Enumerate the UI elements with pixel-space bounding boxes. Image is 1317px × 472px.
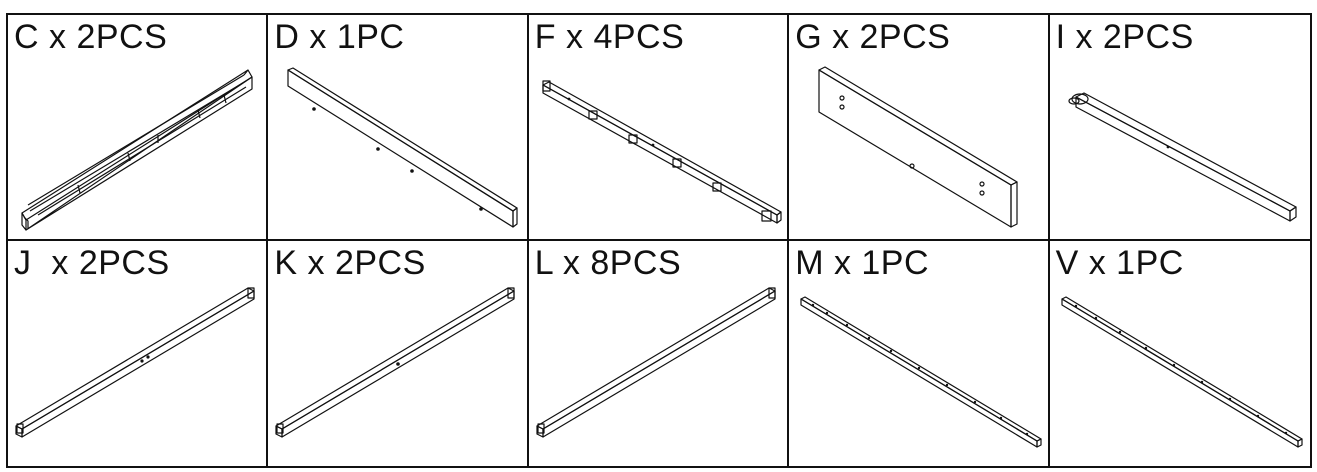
part-cell-c: C x 2PCS bbox=[8, 15, 269, 241]
bar-with-dowel-icon bbox=[1067, 92, 1297, 222]
panel-board-icon bbox=[287, 67, 518, 228]
perforated-rail-icon bbox=[800, 295, 1042, 448]
part-label-j: J x 2PCS bbox=[14, 243, 170, 282]
part-cell-v: V x 1PC bbox=[1050, 241, 1310, 467]
part-label-f: F x 4PCS bbox=[534, 18, 685, 56]
wide-panel-icon bbox=[818, 66, 1018, 228]
perforated-rail-icon bbox=[1060, 295, 1303, 448]
part-cell-m: M x 1PC bbox=[789, 240, 1050, 466]
part-cell-l: L x 8PCS bbox=[529, 240, 790, 466]
part-cell-d: D x 1PC bbox=[268, 15, 529, 241]
slotted-rail-icon bbox=[542, 80, 782, 224]
part-cell-i: I x 2PCS bbox=[1049, 15, 1310, 241]
part-cell-j: J x 2PCS bbox=[8, 240, 269, 466]
part-cell-f: F x 4PCS bbox=[528, 15, 790, 241]
part-label-v: V x 1PC bbox=[1055, 243, 1184, 282]
part-label-c: C x 2PCS bbox=[14, 18, 168, 56]
part-label-m: M x 1PC bbox=[795, 243, 930, 282]
parts-grid: C x 2PCS D x 1PC bbox=[6, 13, 1312, 468]
part-label-l: L x 8PCS bbox=[534, 243, 682, 282]
part-cell-k: K x 2PCS bbox=[268, 240, 529, 466]
part-label-g: G x 2PCS bbox=[795, 18, 951, 56]
slat-icon bbox=[536, 286, 776, 438]
part-label-k: K x 2PCS bbox=[274, 243, 426, 282]
part-cell-g: G x 2PCS bbox=[789, 15, 1050, 241]
frame-rail-icon bbox=[21, 69, 253, 231]
slat-icon bbox=[15, 286, 255, 438]
part-label-i: I x 2PCS bbox=[1055, 18, 1194, 56]
slat-icon bbox=[275, 286, 515, 438]
part-label-d: D x 1PC bbox=[274, 18, 405, 56]
